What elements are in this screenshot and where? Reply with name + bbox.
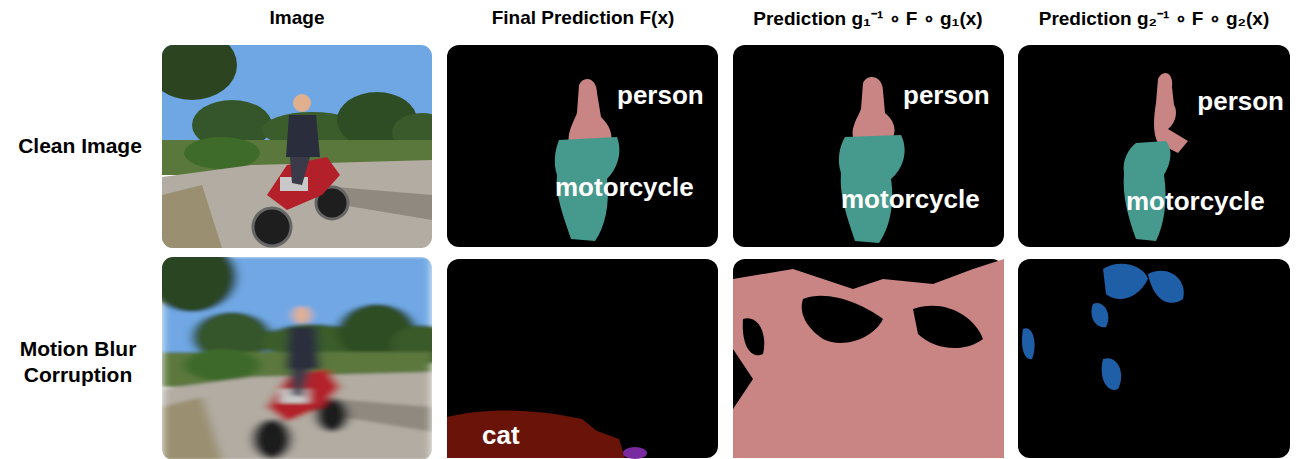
column-header: Prediction g₂⁻¹ ∘ F ∘ g₂(x) <box>1039 5 1270 31</box>
blurred-photo <box>162 257 432 459</box>
prediction-panel: person motorcycle <box>733 45 1004 247</box>
class-label: cat <box>482 421 520 450</box>
mask-panel <box>1018 259 1290 458</box>
column-header: Image <box>270 7 325 29</box>
mask-panel <box>733 45 1004 247</box>
prediction-panel: person motorcycle <box>447 45 718 247</box>
mask-panel <box>733 259 1004 458</box>
column-header: Prediction g₁⁻¹ ∘ F ∘ g₁(x) <box>753 5 982 31</box>
row-header: Clean Image <box>10 133 150 159</box>
prediction-panel: person motorcycle <box>1018 45 1290 247</box>
class-label: person <box>1197 87 1284 116</box>
class-label: person <box>903 81 990 110</box>
column-header: Final Prediction F(x) <box>492 7 675 29</box>
class-label: motorcycle <box>555 173 694 202</box>
mask-panel <box>447 259 718 459</box>
mask-panel <box>1018 45 1290 247</box>
class-label: motorcycle <box>1126 187 1265 216</box>
clean-photo <box>162 45 432 248</box>
class-label: person <box>617 81 704 110</box>
mask-panel <box>447 45 718 247</box>
prediction-panel: cat <box>447 259 718 458</box>
class-label: motorcycle <box>841 185 980 214</box>
row-header: Motion Blur Corruption <box>4 336 152 389</box>
